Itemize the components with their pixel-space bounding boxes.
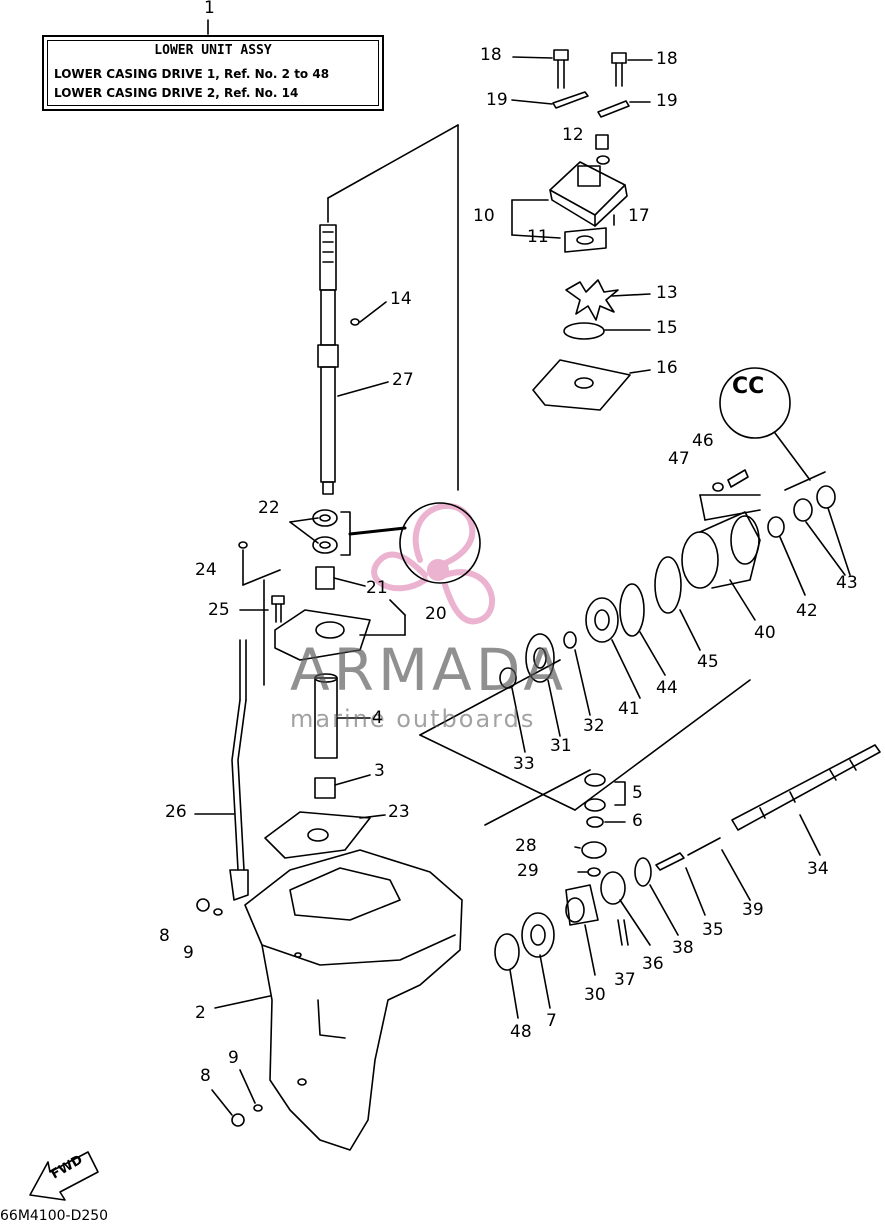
drive-shaft [317,224,360,495]
callout-7: 7 [546,1011,557,1031]
callout-18: 18 [656,49,678,69]
footer-code: 66M4100-D250 [0,1208,109,1224]
callout-34: 34 [807,859,829,879]
callout-33: 33 [513,754,535,774]
propeller-shaft [731,744,881,831]
callout-28: 28 [515,836,537,856]
callout-26: 26 [165,802,187,822]
callout-1: 1 [204,0,215,18]
watermark-tagline: marine outboards [290,705,536,733]
callout-8: 8 [200,1066,211,1086]
title-heading: LOWER UNIT ASSY [154,43,272,58]
callout-31: 31 [550,736,572,756]
callout-38: 38 [672,938,694,958]
callout-17: 17 [628,206,650,226]
callout-20: 20 [425,604,447,624]
callout-3: 3 [374,761,385,781]
callout-32: 32 [583,716,605,736]
callout-9: 9 [183,943,194,963]
callout-37: 37 [614,970,636,990]
callout-18: 18 [480,45,502,65]
callout-47: 47 [668,449,690,469]
callout-16: 16 [656,358,678,378]
callout-15: 15 [656,318,678,338]
callout-11: 11 [527,227,549,247]
callout-23: 23 [388,802,410,822]
callout-43: 43 [836,573,858,593]
callout-21: 21 [366,578,388,598]
callout-44: 44 [656,678,678,698]
parts-title-box: LOWER UNIT ASSY LOWER CASING DRIVE 1, Re… [42,35,384,111]
callout-36: 36 [642,954,664,974]
callout-25: 25 [208,600,230,620]
callout-45: 45 [697,652,719,672]
water-pump-housing [511,134,628,253]
callout-35: 35 [702,920,724,940]
impeller-icon [565,279,619,321]
callout-19: 19 [486,90,508,110]
title-line-1: LOWER CASING DRIVE 1, Ref. No. 2 to 48 [54,67,330,81]
callout-6: 6 [632,811,643,831]
callout-5: 5 [632,783,643,803]
callout-10: 10 [473,206,495,226]
callout-14: 14 [390,289,412,309]
callout-9: 9 [228,1048,239,1068]
callout-24: 24 [195,560,217,580]
callout-48: 48 [510,1022,532,1042]
callout-12: 12 [562,125,584,145]
callout-2: 2 [195,1003,206,1023]
title-line-2: LOWER CASING DRIVE 2, Ref. No. 14 [54,86,299,100]
callout-41: 41 [618,699,640,719]
callout-30: 30 [584,985,606,1005]
badge-text: CC [732,374,765,399]
callout-40: 40 [754,623,776,643]
callout-4: 4 [372,708,383,728]
watermark-brand: ARMADA [290,636,568,704]
callout-29: 29 [517,861,539,881]
callout-42: 42 [796,601,818,621]
callout-39: 39 [742,900,764,920]
watermark-propeller-icon [371,502,496,625]
callout-19: 19 [656,91,678,111]
lower-casing [244,849,463,1151]
callout-8: 8 [159,926,170,946]
callout-27: 27 [392,370,414,390]
callout-46: 46 [692,431,714,451]
callout-22: 22 [258,498,280,518]
callout-13: 13 [656,283,678,303]
fwd-arrow-icon [29,1151,99,1201]
